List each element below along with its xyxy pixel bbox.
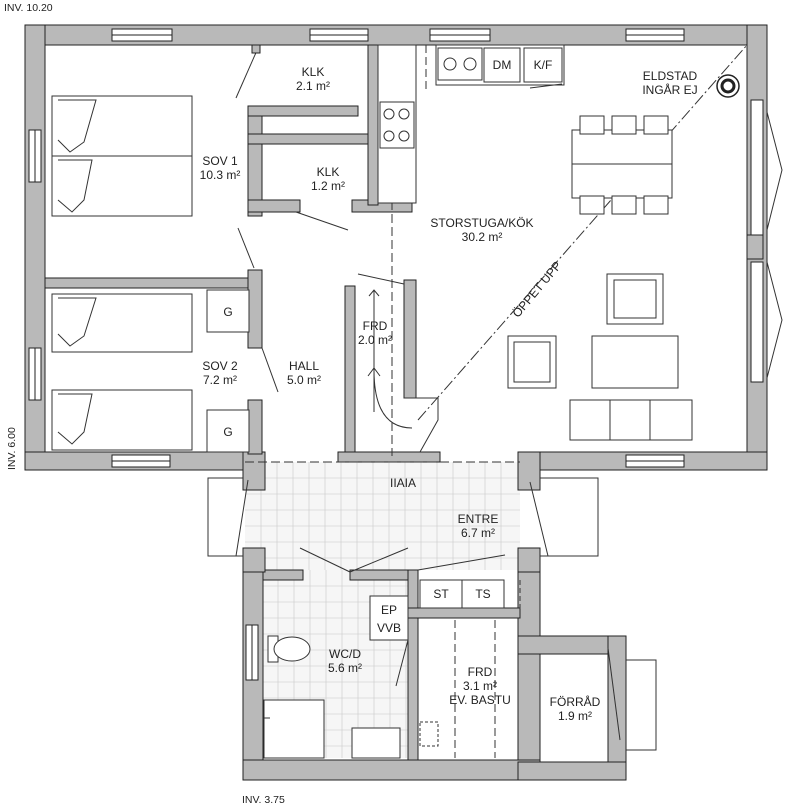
label-g2: G — [223, 425, 232, 439]
label-ingar-ej: INGÅR EJ — [642, 82, 697, 97]
room-entre-name: ENTRE — [458, 512, 499, 526]
room-sov2-area: 7.2 m² — [203, 373, 237, 387]
label-eldstad: ELDSTAD — [643, 69, 698, 83]
room-storstuga-area: 30.2 m² — [462, 230, 503, 244]
windows — [28, 28, 764, 681]
label-ep: EP — [381, 603, 397, 617]
room-frd2-note: EV. BASTU — [449, 693, 511, 707]
room-sov2-name: SOV 2 — [202, 359, 238, 373]
label-g1: G — [223, 305, 232, 319]
entrance-glass — [207, 477, 657, 751]
label-ts: TS — [475, 587, 490, 601]
armchair-top — [606, 273, 664, 325]
fireplace-icon — [716, 74, 740, 98]
room-wcd-area: 5.6 m² — [328, 661, 362, 675]
label-oppet-upp: ÖPPET UPP — [510, 259, 565, 320]
room-frd1-name: FRD — [363, 319, 388, 333]
label-vvb: VVB — [377, 621, 401, 635]
armchair-left — [507, 335, 557, 389]
patio-door — [746, 111, 783, 379]
label-st: ST — [433, 587, 449, 601]
washbasin — [351, 727, 401, 759]
dimension-bottom: INV. 3.75 — [242, 794, 285, 806]
dimension-top: INV. 10.20 — [4, 2, 53, 14]
bed-sov2-upper — [51, 293, 193, 353]
coffee-table — [591, 335, 679, 389]
room-sov1-name: SOV 1 — [202, 154, 238, 168]
dimension-left: INV. 6.00 — [6, 427, 18, 470]
label-kf: K/F — [534, 58, 553, 72]
room-storstuga-name: STORSTUGA/KÖK — [430, 216, 533, 230]
wardrobe-g2 — [206, 409, 250, 453]
room-entre-area: 6.7 m² — [461, 526, 495, 540]
fridge — [523, 47, 563, 83]
bed-sov2-lower — [51, 389, 193, 451]
ep-vvb-unit — [369, 595, 409, 641]
dishwasher — [483, 47, 521, 83]
room-hall-name: HALL — [289, 359, 319, 373]
sofa — [569, 399, 693, 441]
bed-sov1 — [51, 95, 193, 217]
dining-table — [571, 115, 673, 215]
interior-walls — [44, 44, 541, 761]
room-klk2-name: KLK — [317, 165, 340, 179]
storage-ts — [461, 579, 505, 609]
room-frd2-area: 3.1 m² — [463, 679, 497, 693]
room-forrad-area: 1.9 m² — [558, 709, 592, 723]
label-stair: IIAIA — [390, 476, 416, 490]
stair-arrow — [367, 289, 439, 453]
label-dm: DM — [493, 58, 512, 72]
room-klk2-area: 1.2 m² — [311, 179, 345, 193]
room-hall-area: 5.0 m² — [287, 373, 321, 387]
stove-icon — [379, 101, 415, 149]
toilet-icon — [267, 635, 311, 663]
room-wcd-name: WC/D — [329, 647, 361, 661]
room-forrad-name: FÖRRÅD — [550, 694, 601, 709]
sink-icon — [437, 47, 483, 81]
door-swings — [235, 44, 621, 741]
room-sov1-area: 10.3 m² — [200, 168, 241, 182]
room-klk1-area: 2.1 m² — [296, 79, 330, 93]
room-klk1-name: KLK — [302, 65, 325, 79]
heater — [419, 721, 439, 747]
shower — [263, 699, 325, 759]
wardrobe-g1 — [206, 289, 250, 333]
room-frd1-area: 2.0 m² — [358, 333, 392, 347]
room-frd2-name: FRD — [468, 665, 493, 679]
